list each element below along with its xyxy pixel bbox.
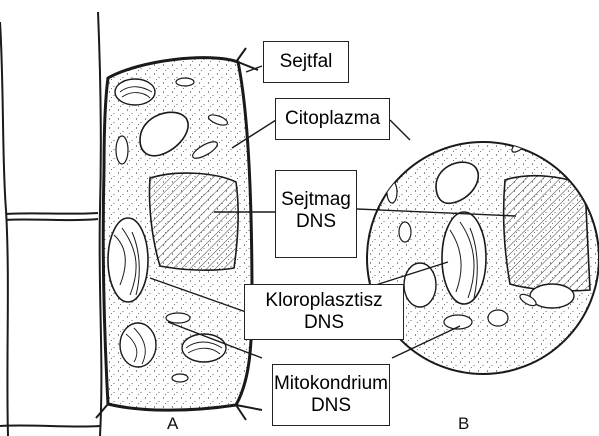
label-mitochondrion-line2: DNS: [273, 395, 389, 417]
label-nucleus-line1: Sejtmag: [276, 189, 356, 211]
label-chloroplast-line2: DNS: [245, 312, 403, 334]
label-mitochondrion-dna: Mitokondrium DNS: [272, 364, 390, 426]
label-mitochondrion-line1: Mitokondrium: [273, 373, 389, 395]
label-nucleus-dna: Sejtmag DNS: [275, 170, 357, 258]
panel-letter-a: A: [167, 414, 178, 434]
label-nucleus-line2: DNS: [276, 211, 356, 233]
panel-letter-b: B: [458, 414, 469, 434]
cell-a: [96, 48, 262, 420]
label-chloroplast-dna: Kloroplasztisz DNS: [244, 284, 404, 340]
neighbor-cells: [0, 12, 101, 436]
label-cytoplasm: Citoplazma: [275, 98, 390, 140]
label-chloroplast-line1: Kloroplasztisz: [245, 290, 403, 312]
label-cell-wall: Sejtfal: [263, 41, 349, 83]
